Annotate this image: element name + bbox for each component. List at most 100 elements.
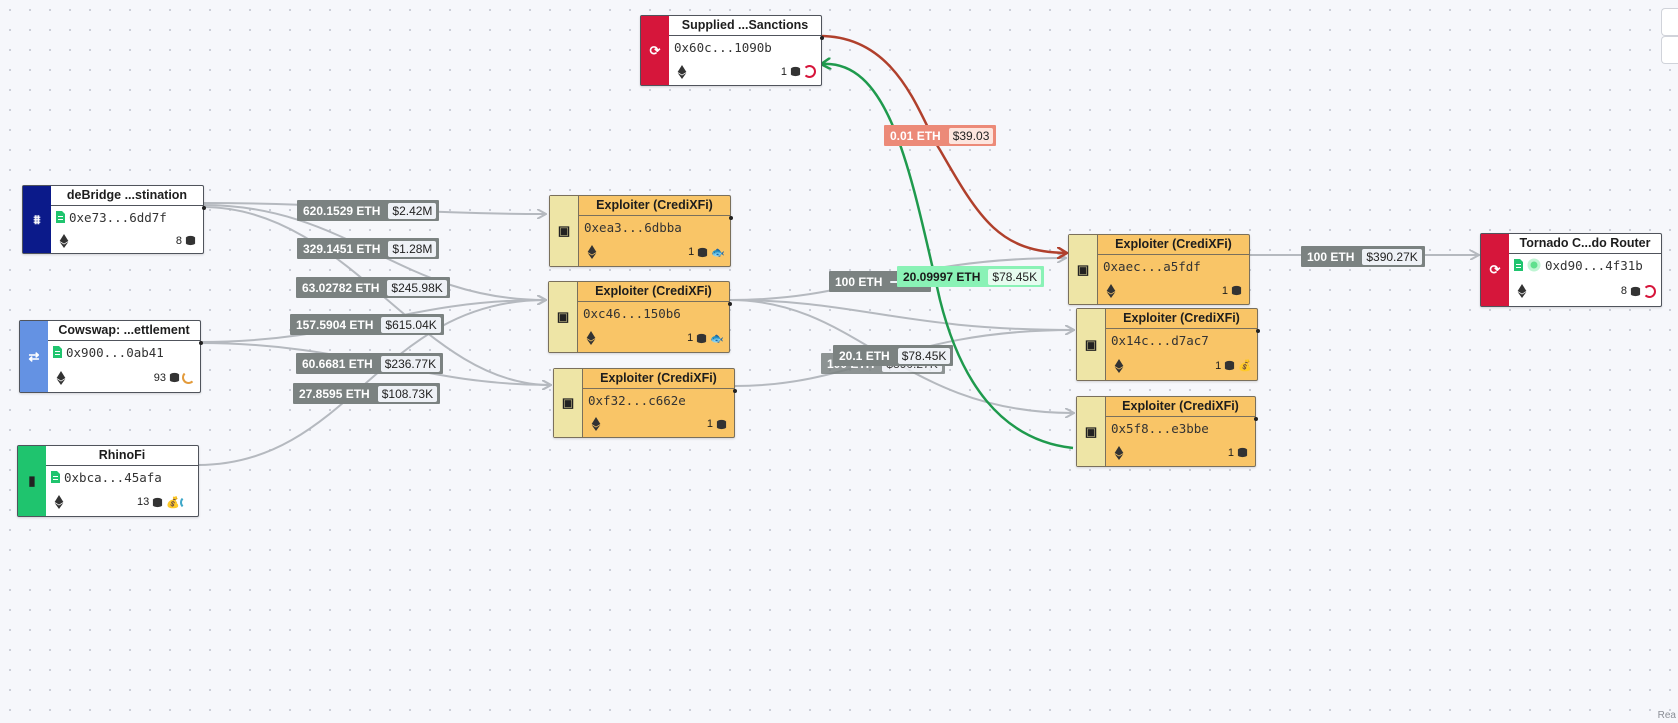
coins-icon	[153, 497, 163, 507]
coins-icon	[698, 247, 708, 257]
contract-icon	[53, 346, 62, 358]
ethereum-icon	[1114, 358, 1124, 373]
contract-icon	[56, 211, 65, 223]
eth-amount: 60.6681 ETH	[302, 356, 373, 371]
node-exploiter-4[interactable]: ▣ Exploiter (CrediXFi) 0xaec...a5fdf 1	[1068, 234, 1250, 305]
id-card-icon: ▣	[549, 282, 578, 352]
node-address[interactable]: 0xbca...45afa	[64, 469, 162, 485]
edge-label[interactable]: 20.1 ETH $78.45K	[833, 345, 954, 366]
output-port[interactable]	[1256, 329, 1260, 333]
ethereum-icon	[1106, 283, 1116, 298]
coins-icon	[697, 333, 707, 343]
node-exploiter-5[interactable]: ▣ Exploiter (CrediXFi) 0x14c...d7ac7 1 💰	[1076, 308, 1260, 381]
coins-icon	[1231, 285, 1242, 296]
usd-amount: $1.28M	[388, 240, 437, 257]
edge-label[interactable]: 27.8595 ETH $108.73K	[293, 383, 441, 404]
edge-label[interactable]: 60.6681 ETH $236.77K	[296, 353, 444, 374]
eth-amount: 0.01 ETH	[890, 128, 941, 143]
node-title: Exploiter (CrediXFi)	[583, 369, 734, 389]
node-address[interactable]: 0x14c...d7ac7	[1111, 332, 1209, 348]
eth-amount: 157.5904 ETH	[296, 317, 374, 332]
node-tornado[interactable]: ⟳ Tornado C...do Router 0xd90...4f31b 8	[1480, 233, 1662, 307]
output-port[interactable]	[199, 341, 203, 345]
edge-label[interactable]: 157.5904 ETH $615.04K	[290, 314, 444, 335]
risk-gauge-icon	[803, 65, 816, 78]
usd-amount: $108.73K	[377, 385, 438, 402]
usd-amount: $2.42M	[388, 202, 437, 219]
id-card-icon: ▣	[554, 369, 583, 437]
node-address[interactable]: 0xc46...150b6	[583, 305, 681, 321]
tx-count: 1	[1215, 359, 1222, 372]
map-toggle-tab[interactable]	[1661, 36, 1678, 64]
node-address[interactable]: 0xaec...a5fdf	[1103, 258, 1201, 274]
refresh-icon: ⟳	[1481, 234, 1509, 306]
node-address[interactable]: 0xf32...c662e	[588, 392, 686, 408]
tx-count: 1	[780, 65, 787, 78]
eth-amount: 329.1451 ETH	[303, 241, 381, 256]
coins-icon	[1225, 360, 1235, 371]
panel-toggle-tab[interactable]	[1661, 8, 1678, 36]
ethereum-icon	[54, 495, 64, 509]
node-exploiter-6[interactable]: ▣ Exploiter (CrediXFi) 0x5f8...e3bbe 1	[1076, 396, 1258, 467]
edge-label[interactable]: 100 ETH $390.27K	[1301, 246, 1425, 267]
refresh-icon: ⟳	[641, 16, 669, 85]
edge-label-highlight[interactable]: 20.09997 ETH $78.45K	[897, 266, 1045, 287]
node-address[interactable]: 0xd90...4f31b	[1545, 257, 1643, 273]
node-exploiter-3[interactable]: ▣ Exploiter (CrediXFi) 0xf32...c662e 1	[553, 368, 737, 438]
usd-amount: $615.04K	[381, 316, 441, 333]
edge-label[interactable]: 63.02782 ETH $245.98K	[296, 277, 450, 298]
edge-exploiter2-exploiter5	[729, 299, 1073, 330]
coins-icon	[169, 372, 180, 383]
eth-amount: 20.09997 ETH	[903, 269, 981, 284]
output-port[interactable]	[729, 216, 733, 220]
node-title: Exploiter (CrediXFi)	[1098, 235, 1249, 255]
node-address[interactable]: 0x900...0ab41	[66, 344, 164, 360]
wallet-icon: ▮	[18, 446, 46, 516]
contract-icon	[51, 471, 60, 483]
status-text: Rea	[1657, 710, 1676, 721]
risk-gauge-icon	[1643, 284, 1656, 298]
node-title: deBridge ...stination	[51, 186, 203, 206]
output-port[interactable]	[202, 206, 206, 210]
ethereum-icon	[59, 233, 69, 248]
eth-amount: 20.1 ETH	[839, 348, 890, 363]
coins-icon	[185, 235, 196, 246]
tx-count: 1	[1227, 446, 1234, 459]
node-sanctions[interactable]: ⟳ Supplied ...Sanctions 0x60c...1090b 1	[640, 15, 824, 86]
output-port[interactable]	[820, 36, 824, 40]
edge-label-sanctions[interactable]: 0.01 ETH $39.03	[884, 125, 997, 146]
node-exploiter-2[interactable]: ▣ Exploiter (CrediXFi) 0xc46...150b6 1 🐟	[548, 281, 732, 353]
node-address[interactable]: 0xea3...6dbba	[584, 219, 682, 235]
swap-icon: ⇄	[20, 321, 48, 392]
output-port[interactable]	[733, 389, 737, 393]
node-cowswap[interactable]: ⇄ Cowswap: ...ettlement 0x900...0ab41 93	[19, 320, 203, 393]
node-title: Exploiter (CrediXFi)	[579, 196, 730, 216]
eth-amount: 100 ETH	[835, 274, 883, 289]
output-port[interactable]	[1254, 417, 1258, 421]
contract-icon	[1514, 259, 1523, 271]
usd-amount: $236.77K	[380, 355, 441, 372]
verified-badge-icon	[1527, 258, 1541, 272]
node-debridge[interactable]: ⩩ deBridge ...stination 0xe73...6dd7f 8	[22, 185, 206, 254]
edge-label[interactable]: 329.1451 ETH $1.28M	[297, 238, 440, 259]
node-address[interactable]: 0x60c...1090b	[674, 39, 772, 55]
node-title: Supplied ...Sanctions	[669, 16, 821, 36]
tx-count: 1	[687, 332, 694, 344]
node-exploiter-1[interactable]: ▣ Exploiter (CrediXFi) 0xea3...6dbba 1 🐟	[549, 195, 733, 267]
ethereum-icon	[677, 64, 687, 79]
fish-icon: 🐟	[711, 246, 725, 259]
edge-exploiter6-sanctions	[822, 64, 1074, 450]
coins-icon	[1237, 447, 1248, 458]
node-rhinofi[interactable]: ▮ RhinoFi 0xbca...45afa 13 💰	[17, 445, 199, 517]
output-port[interactable]	[728, 302, 732, 306]
tx-count: 1	[688, 246, 695, 258]
id-card-icon: ▣	[550, 196, 579, 266]
node-address[interactable]: 0x5f8...e3bbe	[1111, 420, 1209, 436]
ethereum-icon	[587, 245, 597, 259]
edge-label[interactable]: 620.1529 ETH $2.42M	[297, 200, 440, 221]
node-address[interactable]: 0xe73...6dd7f	[69, 209, 167, 225]
node-title: RhinoFi	[46, 446, 198, 466]
eth-amount: 27.8595 ETH	[299, 386, 370, 401]
bridge-icon: ⩩	[23, 186, 51, 253]
